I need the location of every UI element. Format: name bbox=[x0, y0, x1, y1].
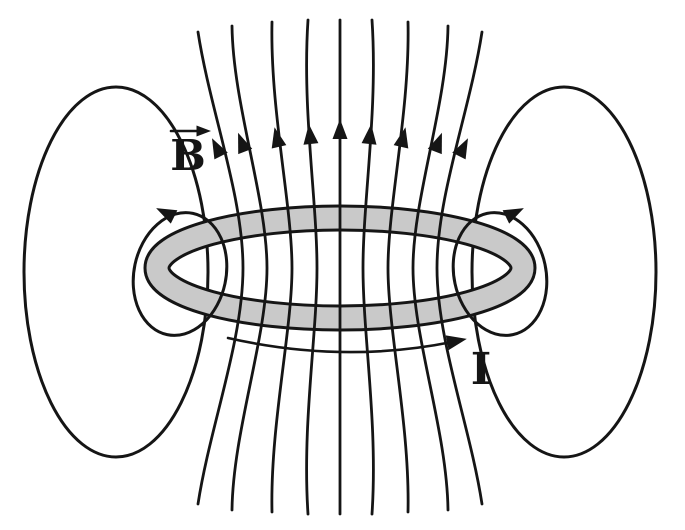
field-arrowhead-icon bbox=[393, 125, 413, 149]
field-line bbox=[386, 20, 410, 514]
field-line bbox=[230, 24, 269, 512]
field-line bbox=[411, 24, 450, 512]
current-label: I bbox=[471, 344, 492, 395]
field-loop-inner-left bbox=[131, 211, 229, 337]
field-arrowhead-icon bbox=[361, 123, 379, 145]
field-arrowhead-icon bbox=[267, 125, 287, 149]
field-arrowhead-icon bbox=[502, 201, 528, 224]
field-loop-inner-right bbox=[451, 211, 549, 337]
field-line bbox=[435, 30, 484, 506]
field-line bbox=[196, 30, 245, 506]
field-loop-outer-right bbox=[470, 85, 658, 459]
magnetic-field-label: B bbox=[170, 131, 206, 180]
field-arrowhead-icon bbox=[152, 201, 178, 224]
field-loop-outer-left bbox=[22, 85, 210, 459]
field-arrowhead-icon bbox=[301, 123, 319, 145]
field-arrowhead-icon bbox=[332, 119, 348, 139]
field-line bbox=[305, 18, 319, 516]
field-line bbox=[270, 20, 294, 514]
current-arrowhead-icon bbox=[445, 331, 469, 351]
field-line bbox=[361, 18, 375, 516]
current-direction-arrow bbox=[226, 336, 454, 354]
